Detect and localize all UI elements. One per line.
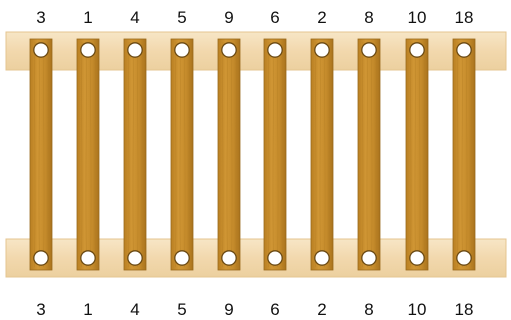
slat: [218, 39, 240, 270]
slat: [358, 39, 380, 270]
bottom-number-label: 1: [68, 300, 108, 320]
top-number-label: 3: [21, 8, 61, 28]
slat: [311, 39, 333, 270]
top-bolt-hole: [34, 43, 48, 57]
top-number-label: 5: [162, 8, 202, 28]
top-bolt-hole: [81, 43, 95, 57]
slat-board: [30, 39, 52, 270]
slat: [264, 39, 286, 270]
slat-board: [171, 39, 193, 270]
bottom-number-label: 10: [397, 300, 437, 320]
bottom-number-label: 9: [209, 300, 249, 320]
top-number-label: 2: [302, 8, 342, 28]
top-bolt-hole: [315, 43, 329, 57]
top-bolt-hole: [362, 43, 376, 57]
slat-board: [77, 39, 99, 270]
top-bolt-hole: [128, 43, 142, 57]
bottom-number-label: 4: [115, 300, 155, 320]
slat: [453, 39, 475, 270]
bottom-bolt-hole: [410, 251, 424, 265]
top-bolt-hole: [222, 43, 236, 57]
top-bolt-hole: [457, 43, 471, 57]
top-number-label: 1: [68, 8, 108, 28]
bottom-number-label: 6: [255, 300, 295, 320]
top-bolt-hole: [175, 43, 189, 57]
slat: [171, 39, 193, 270]
slat-board: [124, 39, 146, 270]
top-bolt-hole: [410, 43, 424, 57]
top-bolt-hole: [268, 43, 282, 57]
slat: [124, 39, 146, 270]
bottom-bolt-hole: [175, 251, 189, 265]
top-number-label: 8: [349, 8, 389, 28]
bottom-bolt-hole: [128, 251, 142, 265]
slat-board: [264, 39, 286, 270]
slat-board: [218, 39, 240, 270]
bottom-bolt-hole: [222, 251, 236, 265]
bottom-number-label: 8: [349, 300, 389, 320]
slat-board: [311, 39, 333, 270]
slat: [406, 39, 428, 270]
bottom-number-label: 5: [162, 300, 202, 320]
bottom-bolt-hole: [268, 251, 282, 265]
slat-board: [453, 39, 475, 270]
bottom-bolt-hole: [81, 251, 95, 265]
bottom-number-label: 2: [302, 300, 342, 320]
top-number-label: 10: [397, 8, 437, 28]
bottom-number-label: 18: [444, 300, 484, 320]
slat: [30, 39, 52, 270]
slat-board: [406, 39, 428, 270]
bottom-bolt-hole: [34, 251, 48, 265]
slat-board: [358, 39, 380, 270]
top-number-label: 9: [209, 8, 249, 28]
top-number-label: 6: [255, 8, 295, 28]
bottom-bolt-hole: [457, 251, 471, 265]
top-number-label: 4: [115, 8, 155, 28]
bottom-bolt-hole: [315, 251, 329, 265]
bottom-bolt-hole: [362, 251, 376, 265]
bottom-number-label: 3: [21, 300, 61, 320]
top-number-label: 18: [444, 8, 484, 28]
slat: [77, 39, 99, 270]
